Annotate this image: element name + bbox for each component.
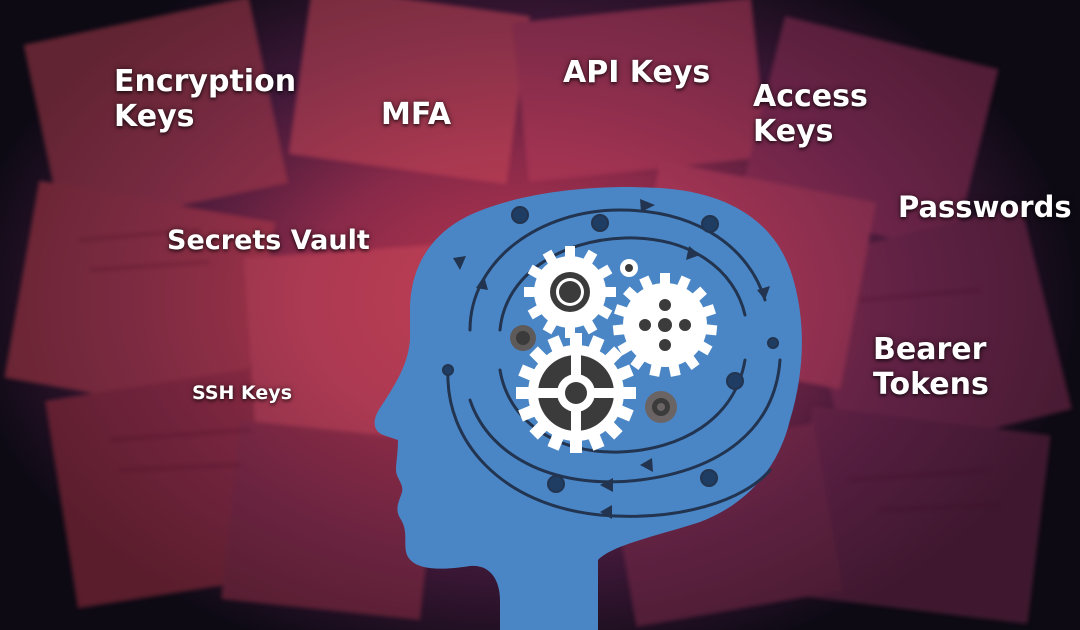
term-bearer-tokens-line1: Bearer <box>873 332 987 367</box>
node-dots <box>442 206 779 493</box>
term-bearer-tokens: Bearer Tokens <box>873 332 989 403</box>
term-encryption-keys-line2: Keys <box>114 99 195 135</box>
term-ssh-keys: SSH Keys <box>192 382 293 404</box>
gear-icon-right <box>612 273 718 377</box>
term-bearer-tokens-line2: Tokens <box>873 367 989 403</box>
small-gear-icon <box>510 259 677 423</box>
gear-icon-top-left <box>524 246 616 338</box>
term-passwords: Passwords <box>898 190 1072 224</box>
term-encryption-keys-line1: Encryption <box>114 64 297 99</box>
term-encryption-keys: Encryption Keys <box>114 64 296 135</box>
term-api-keys: API Keys <box>563 55 711 90</box>
term-secrets-vault: Secrets Vault <box>167 225 370 256</box>
cycle-arrows-icon <box>446 208 782 518</box>
term-mfa: MFA <box>381 97 452 132</box>
gear-icon-bottom <box>516 333 636 453</box>
term-access-keys-line2: Keys <box>753 114 834 150</box>
term-access-keys-line1: Access <box>753 79 868 114</box>
term-access-keys: Access Keys <box>753 79 868 150</box>
